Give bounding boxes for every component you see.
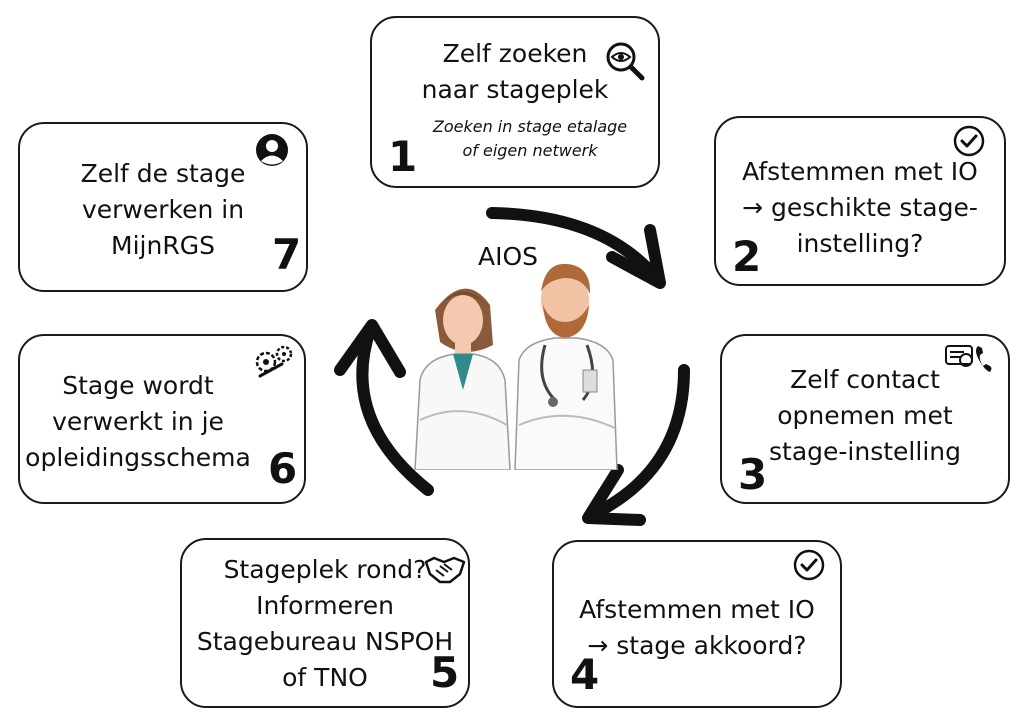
- step-4-number: 4: [570, 650, 600, 699]
- step-card-6: Stage wordt verwerkt in je opleidingssch…: [18, 334, 306, 504]
- step-2-title: Afstemmen met IO → geschikte stage- inst…: [742, 157, 978, 258]
- user-circle-icon: [254, 132, 290, 168]
- check-circle-icon: [792, 548, 826, 582]
- step-card-2: Afstemmen met IO → geschikte stage- inst…: [714, 116, 1006, 286]
- step-6-title: Stage wordt verwerkt in je opleidingssch…: [25, 371, 251, 472]
- gears-pencil-icon: [252, 342, 296, 378]
- step-5-number: 5: [430, 648, 460, 697]
- step-7-title: Zelf de stage verwerken in MijnRGS: [80, 159, 246, 260]
- step-7-number: 7: [272, 230, 302, 279]
- arrow-6-to-7-head: [334, 319, 406, 378]
- step-card-5: Stageplek rond? Informeren Stagebureau N…: [180, 538, 470, 708]
- arrow-3-to-4: [586, 364, 690, 521]
- step-6-number: 6: [268, 444, 298, 493]
- step-card-4: Afstemmen met IO → stage akkoord? 4: [552, 540, 842, 708]
- step-1-subtitle: Zoeken in stage etalage of eigen netwerk: [432, 117, 628, 160]
- step-5-title: Stageplek rond? Informeren Stagebureau N…: [196, 555, 454, 692]
- step-card-1: Zelf zoeken naar stageplek Zoeken in sta…: [370, 16, 660, 188]
- female-doctor-figure: [414, 288, 511, 470]
- phone-message-icon: [944, 342, 994, 378]
- step-3-title: Zelf contact opnemen met stage-instellin…: [769, 365, 961, 466]
- step-4-title: Afstemmen met IO → stage akkoord?: [579, 595, 815, 660]
- aios-doctors-illustration: [414, 263, 618, 470]
- step-1-title: Zelf zoeken naar stageplek: [421, 39, 609, 104]
- arrow-1-to-2-head: [606, 224, 666, 289]
- step-card-3: Zelf contact opnemen met stage-instellin…: [720, 334, 1010, 504]
- step-1-number: 1: [388, 132, 418, 181]
- arrow-6-to-7: [356, 324, 434, 496]
- step-card-7: Zelf de stage verwerken in MijnRGS 7: [18, 122, 308, 292]
- arrow-1-to-2: [486, 207, 664, 286]
- center-label-aios: AIOS: [478, 242, 539, 271]
- step-3-number: 3: [738, 450, 768, 499]
- search-eye-icon: [604, 40, 646, 82]
- handshake-icon: [424, 552, 466, 584]
- arrow-3-to-4-head: [582, 464, 646, 526]
- check-circle-icon: [952, 124, 986, 158]
- male-doctor-figure: [514, 263, 618, 470]
- step-2-number: 2: [732, 232, 762, 281]
